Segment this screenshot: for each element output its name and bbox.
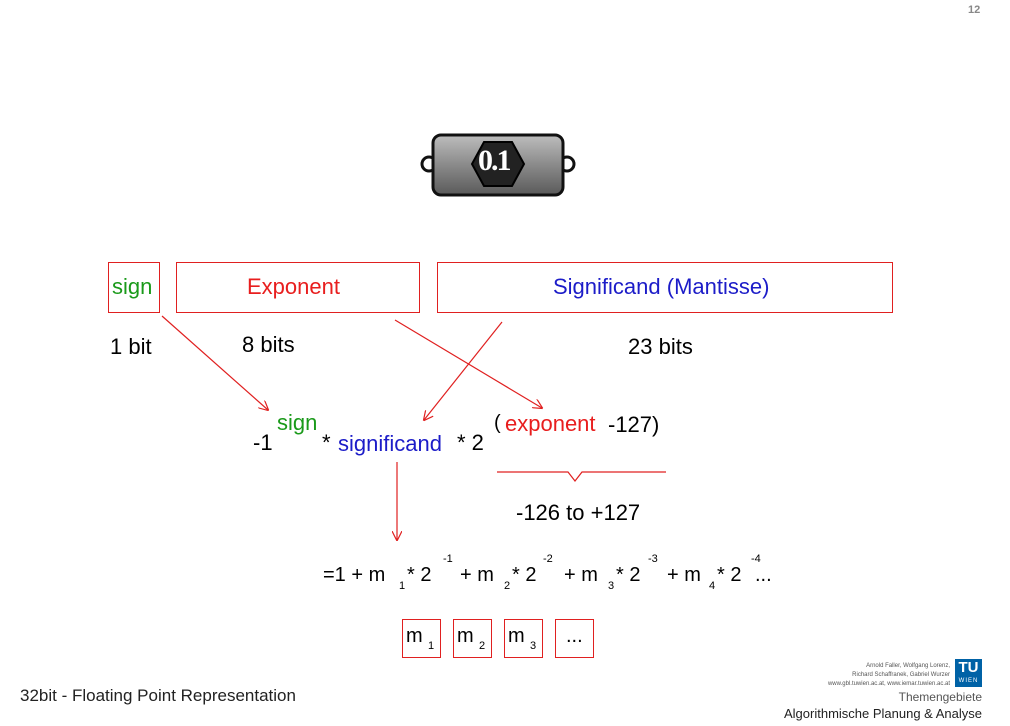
expansion-start: =1 + m <box>323 564 386 586</box>
expansion-plus-3: + m <box>564 564 598 586</box>
sign-field-label: sign <box>112 274 153 299</box>
footer-urls: www.gbl.tuwien.ac.at, www.iemar.tuwien.a… <box>827 681 950 687</box>
exponent-bits-label: 8 bits <box>242 332 295 357</box>
footer-course: Algorithmische Planung & Analyse <box>783 706 982 721</box>
number-component-icon: 0.1 <box>420 130 580 200</box>
formula-bias: -127) <box>608 412 660 437</box>
expansion-tail: ... <box>755 564 772 586</box>
footer-category: Themengebiete <box>898 690 982 704</box>
expansion-term-4: * 2 <box>717 564 742 586</box>
significand-bits-label: 23 bits <box>628 334 693 359</box>
expansion-exp-3: -3 <box>648 553 658 565</box>
formula-sign-superscript: sign <box>277 410 318 435</box>
mantissa-box-label: m <box>406 625 423 647</box>
mantissa-box: m 2 <box>453 619 492 658</box>
expansion-plus-2: + m <box>460 564 494 586</box>
mantissa-box-label: ... <box>566 625 583 647</box>
mantissa-box-label: m <box>457 625 474 647</box>
expansion-exp-2: -2 <box>543 553 553 565</box>
expansion-sub-3: 3 <box>608 580 615 592</box>
expansion-term-3: * 2 <box>616 564 641 586</box>
slide-title: 32bit - Floating Point Representation <box>20 686 296 705</box>
formula-significand: significand <box>338 431 442 456</box>
component-icon-label: 0.1 <box>478 144 511 177</box>
mantissa-box: ... <box>555 619 594 658</box>
mantissa-box: m 1 <box>402 619 441 658</box>
mantissa-box-sub: 1 <box>428 640 435 652</box>
tu-wien-logo: TU WIEN <box>955 659 982 687</box>
formula-times-two: * 2 <box>457 430 484 455</box>
mantissa-box: m 3 <box>504 619 543 658</box>
exponent-field-box: Exponent <box>176 262 420 313</box>
tu-wien-logo-letters: TU <box>958 659 979 676</box>
expansion-term-1: * 2 <box>407 564 432 586</box>
expansion-sub-2: 2 <box>504 580 511 592</box>
sign-arrow <box>161 315 268 410</box>
exponent-range: -126 to +127 <box>516 500 641 525</box>
exponent-field-label: Exponent <box>247 274 340 299</box>
formula-open-paren: ( <box>494 412 501 434</box>
authors-line-1: Arnold Faller, Wolfgang Lorenz, <box>866 663 950 669</box>
significand-field-box: Significand (Mantisse) <box>437 262 893 313</box>
tu-wien-logo-sub: WIEN <box>958 678 979 684</box>
significand-arrow <box>424 321 503 420</box>
sign-bits-label: 1 bit <box>110 334 152 359</box>
formula-base: -1 <box>253 430 273 455</box>
mantissa-box-sub: 3 <box>530 640 537 652</box>
range-brace <box>497 471 666 482</box>
expansion-exp-1: -1 <box>443 553 453 565</box>
expansion-sub-1: 1 <box>399 580 406 592</box>
expansion-plus-4: + m <box>667 564 701 586</box>
expansion-term-2: * 2 <box>512 564 537 586</box>
mantissa-box-sub: 2 <box>479 640 486 652</box>
expansion-exp-4: -4 <box>751 553 761 565</box>
sign-field-box: sign <box>108 262 160 313</box>
formula-times: * <box>322 430 331 455</box>
mantissa-box-label: m <box>508 625 525 647</box>
page-number: 12 <box>968 4 981 16</box>
significand-field-label: Significand (Mantisse) <box>553 274 770 299</box>
authors-line-2: Richard Schaffranek, Gabriel Wurzer <box>852 672 950 678</box>
formula-exponent-superscript: exponent <box>505 411 596 436</box>
expansion-formula: =1 + m 1 * 2 -1 + m 2 * 2 -2 + m 3 * 2 -… <box>323 550 803 596</box>
expansion-sub-4: 4 <box>709 580 716 592</box>
